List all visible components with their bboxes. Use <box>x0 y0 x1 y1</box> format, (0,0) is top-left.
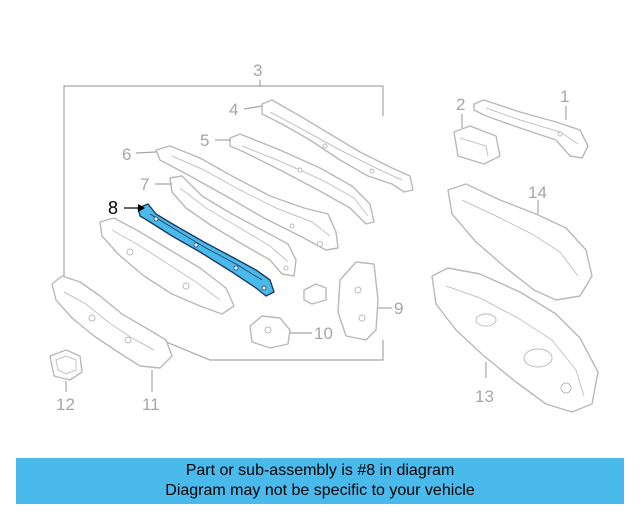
callout-11: 11 <box>142 395 160 414</box>
part-12-grommet <box>49 349 83 381</box>
callout-4-leader <box>243 105 263 110</box>
part-7-lower-cowl <box>169 175 297 277</box>
part-4-upper-cowl <box>261 99 414 193</box>
info-banner: Part or sub-assembly is #8 in diagram Di… <box>16 458 624 504</box>
part-11-insulator <box>51 275 173 369</box>
banner-line-2: Diagram may not be specific to your vehi… <box>165 482 475 499</box>
callout-12: 12 <box>56 395 75 414</box>
callout-4: 4 <box>229 100 238 119</box>
part-2-duct <box>453 125 501 165</box>
callout-9: 9 <box>394 299 403 318</box>
callout-6-leader <box>135 151 157 154</box>
callout-10: 10 <box>314 324 333 343</box>
part-1-upper-rail <box>473 99 589 159</box>
callout-3: 3 <box>253 61 262 80</box>
callout-14: 14 <box>528 183 547 202</box>
callout-7: 7 <box>140 175 149 194</box>
callout-2: 2 <box>456 95 465 114</box>
callout-5: 5 <box>200 131 209 150</box>
clip <box>303 283 327 305</box>
part-14-insulator <box>447 183 593 301</box>
callout-1: 1 <box>560 87 569 106</box>
part-13-dash-panel <box>431 267 599 413</box>
part-9-side-bracket <box>337 261 379 341</box>
banner-line-1: Part or sub-assembly is #8 in diagram <box>185 462 455 479</box>
parts-diagram: 3 4 5 6 7 8 11 12 10 <box>49 61 599 414</box>
part-8-reinforcement <box>137 203 275 297</box>
callout-8-arrowhead <box>138 204 145 212</box>
callout-6: 6 <box>122 145 131 164</box>
callout-8: 8 <box>108 198 118 218</box>
callout-13: 13 <box>475 387 494 406</box>
part-5-cowl-top <box>229 133 375 225</box>
